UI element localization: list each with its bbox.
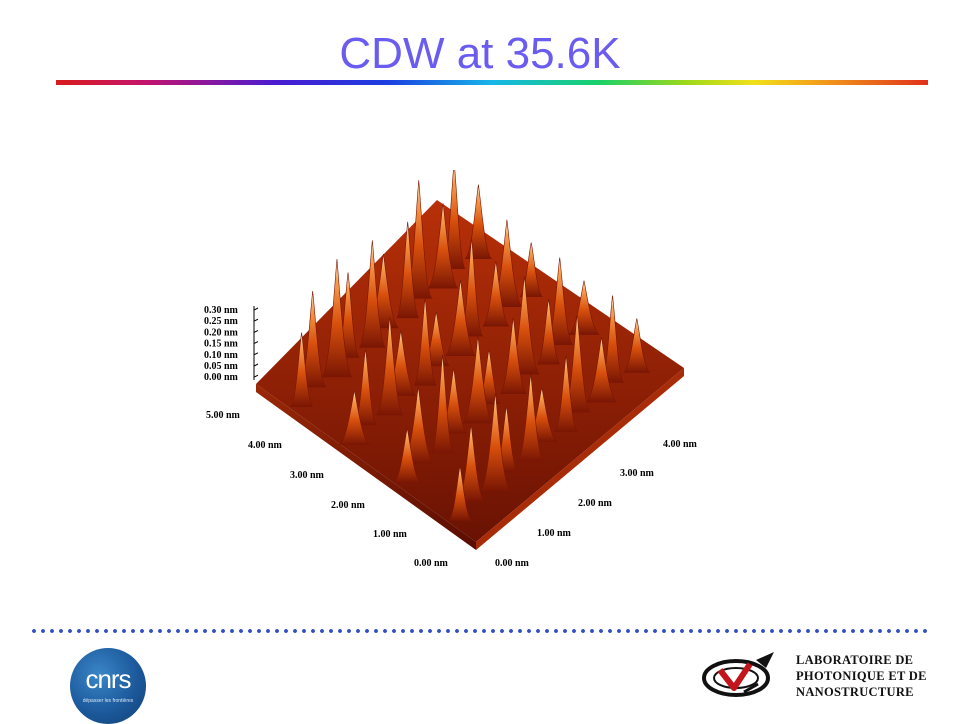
z-axis-label: 0.20 nm [204,327,239,338]
z-axis-tick [253,329,259,333]
lab-name: LABORATOIRE DE PHOTONIQUE ET DE NANOSTRU… [796,652,946,700]
z-axis-label: 0.10 nm [204,350,239,361]
cdw-peak [462,336,494,424]
cnrs-logo-subtext: dépasser les frontières [82,698,134,704]
z-axis-label: 0.30 nm [204,305,239,316]
left-axis-label-2: 2.00 nm [331,500,366,511]
lab-name-line-2: PHOTONIQUE ET DE [796,669,927,683]
cdw-peak [448,466,472,521]
cdw-peak [353,348,378,426]
left-axis-label-0: 0.00 nm [414,558,449,569]
cdw-peak [536,299,561,365]
cdw-peak [585,336,618,403]
cdw-peak [600,295,625,383]
lab-name-line-1: LABORATOIRE DE [796,653,914,667]
z-axis-ticks: 0.30 nm0.25 nm0.20 nm0.15 nm0.10 nm0.05 … [204,305,259,383]
cdw-peak [482,261,510,327]
cdw-peak [479,392,512,492]
cdw-peak [623,318,651,373]
cdw-peak [464,184,493,259]
z-axis-label: 0.00 nm [204,372,239,383]
z-axis-tick [253,318,259,322]
cdw-peak [338,390,371,445]
surface-base [256,200,684,542]
right-wall [476,368,684,550]
cdw-peak [375,316,404,416]
left-wall [256,384,476,550]
z-axis-label: 0.05 nm [204,361,239,372]
z-axis-tick [253,352,259,356]
cdw-peak [444,279,477,357]
cdw-peak [396,221,420,319]
left-axis-label-4: 4.00 nm [248,440,283,451]
cdw-peak [413,298,437,386]
cdw-peak [457,424,485,502]
lab-name-line-3: NANOSTRUCTURE [796,685,914,699]
cdw-peak [393,428,421,483]
z-axis-label: 0.25 nm [204,316,239,327]
left-axis-label-1: 1.00 nm [373,529,408,540]
cdw-peak [321,258,353,378]
cdw-peak [516,374,545,462]
slide-title: CDW at 35.6K [339,29,621,78]
cnrs-logo-text: cnrs [85,664,131,694]
left-axis-label-3: 3.00 nm [290,470,325,481]
cnrs-logo: cnrs dépasser les frontières [70,648,146,724]
right-axis-label-4: 4.00 nm [663,439,698,450]
z-axis-tick [253,363,259,367]
stm-3d-surface: 0.30 nm0.25 nm0.20 nm0.15 nm0.10 nm0.05 … [204,170,698,569]
z-axis-tick [253,374,259,378]
lpn-emblem-icon [702,652,774,697]
dotted-divider [32,629,928,633]
z-axis-label: 0.15 nm [204,339,239,350]
rainbow-divider [56,80,928,85]
left-axis-label-5: 5.00 nm [206,410,241,421]
right-axis-label-1: 1.00 nm [537,528,572,539]
z-axis-tick [253,341,259,345]
cdw-peak [427,203,459,289]
right-axis-label-2: 2.00 nm [578,498,613,509]
cdw-peak [289,332,314,407]
cdw-peak [358,240,387,348]
cdw-peaks [289,170,651,521]
cdw-peak [554,355,578,432]
right-axis-label-3: 3.00 nm [620,468,655,479]
cdw-peak [499,317,528,394]
z-axis-tick [253,307,259,311]
cdw-peak [430,354,455,454]
right-axis-label-0: 0.00 nm [495,558,530,569]
